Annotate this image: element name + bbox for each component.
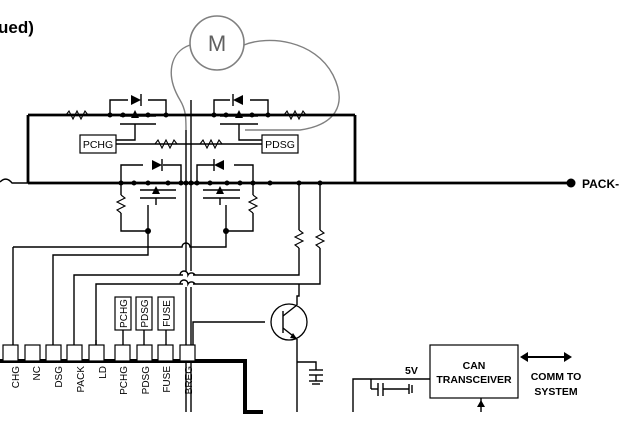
- comm-link: COMM TO SYSTEM: [520, 352, 581, 398]
- gate-resistor-right: [223, 183, 259, 234]
- pin-label-chg: CHG: [11, 366, 22, 388]
- signal-box-pdsg-label: PDSG: [140, 299, 151, 328]
- junction-dot: [183, 180, 189, 186]
- upper-fet-right: [211, 94, 271, 132]
- title-fragment: ued): [0, 18, 34, 37]
- signal-box-pchg-label: PCHG: [119, 299, 130, 328]
- gate-drive-line: [116, 132, 262, 150]
- pin-label-fuse: FUSE: [162, 366, 173, 393]
- pin-label-pack: PACK: [76, 366, 87, 393]
- lower-fet-left: [118, 159, 184, 205]
- breg-transistor: [192, 284, 308, 412]
- motor-label: M: [208, 31, 226, 56]
- pin-label-pdsg: PDSG: [141, 366, 152, 395]
- pchg-switch-box: PCHG: [79, 134, 117, 154]
- can-transceiver: CAN TRANSCEIVER: [429, 344, 519, 412]
- can-line2: TRANSCEIVER: [436, 374, 512, 386]
- junction-dot: [188, 180, 194, 186]
- pin-label-nc: NC: [32, 366, 43, 380]
- pdsg-switch-label: PDSG: [265, 139, 295, 151]
- comm-line2: SYSTEM: [534, 386, 577, 398]
- ic-pin-labels: CHG NC DSG PACK LD PCHG PDSG FUSE BREG: [11, 366, 195, 395]
- supply-5v-label: 5V: [405, 365, 418, 377]
- ic-pins: [2, 344, 196, 362]
- pin-label-ld: LD: [98, 366, 109, 379]
- ground-capacitor: [297, 361, 323, 385]
- pin-label-breg: BREG: [184, 366, 195, 395]
- pack-minus-terminal: [566, 178, 576, 188]
- can-supply: 5V: [352, 365, 430, 412]
- upper-fet-left: [107, 94, 169, 132]
- motor-wire: [170, 39, 340, 131]
- center-verticals: [185, 100, 192, 412]
- resistor-top-left: [65, 109, 89, 121]
- resistor-top-right: [283, 109, 307, 121]
- pchg-switch-label: PCHG: [83, 139, 113, 151]
- signal-box-pchg: PCHG: [114, 296, 132, 345]
- motor: M: [189, 15, 245, 71]
- pdsg-switch-box: PDSG: [261, 134, 299, 154]
- pin-label-dsg: DSG: [54, 366, 65, 388]
- junction-dot: [267, 180, 273, 186]
- wire-crossovers: [12, 231, 227, 345]
- pin-label-pchg: PCHG: [119, 366, 130, 395]
- signal-box-pdsg: PDSG: [135, 296, 153, 345]
- signal-box-fuse: FUSE: [157, 296, 175, 345]
- can-line1: CAN: [463, 360, 486, 372]
- comm-line1: COMM TO: [531, 371, 582, 383]
- pack-minus-label: PACK-: [582, 177, 619, 191]
- signal-box-fuse-label: FUSE: [162, 300, 173, 327]
